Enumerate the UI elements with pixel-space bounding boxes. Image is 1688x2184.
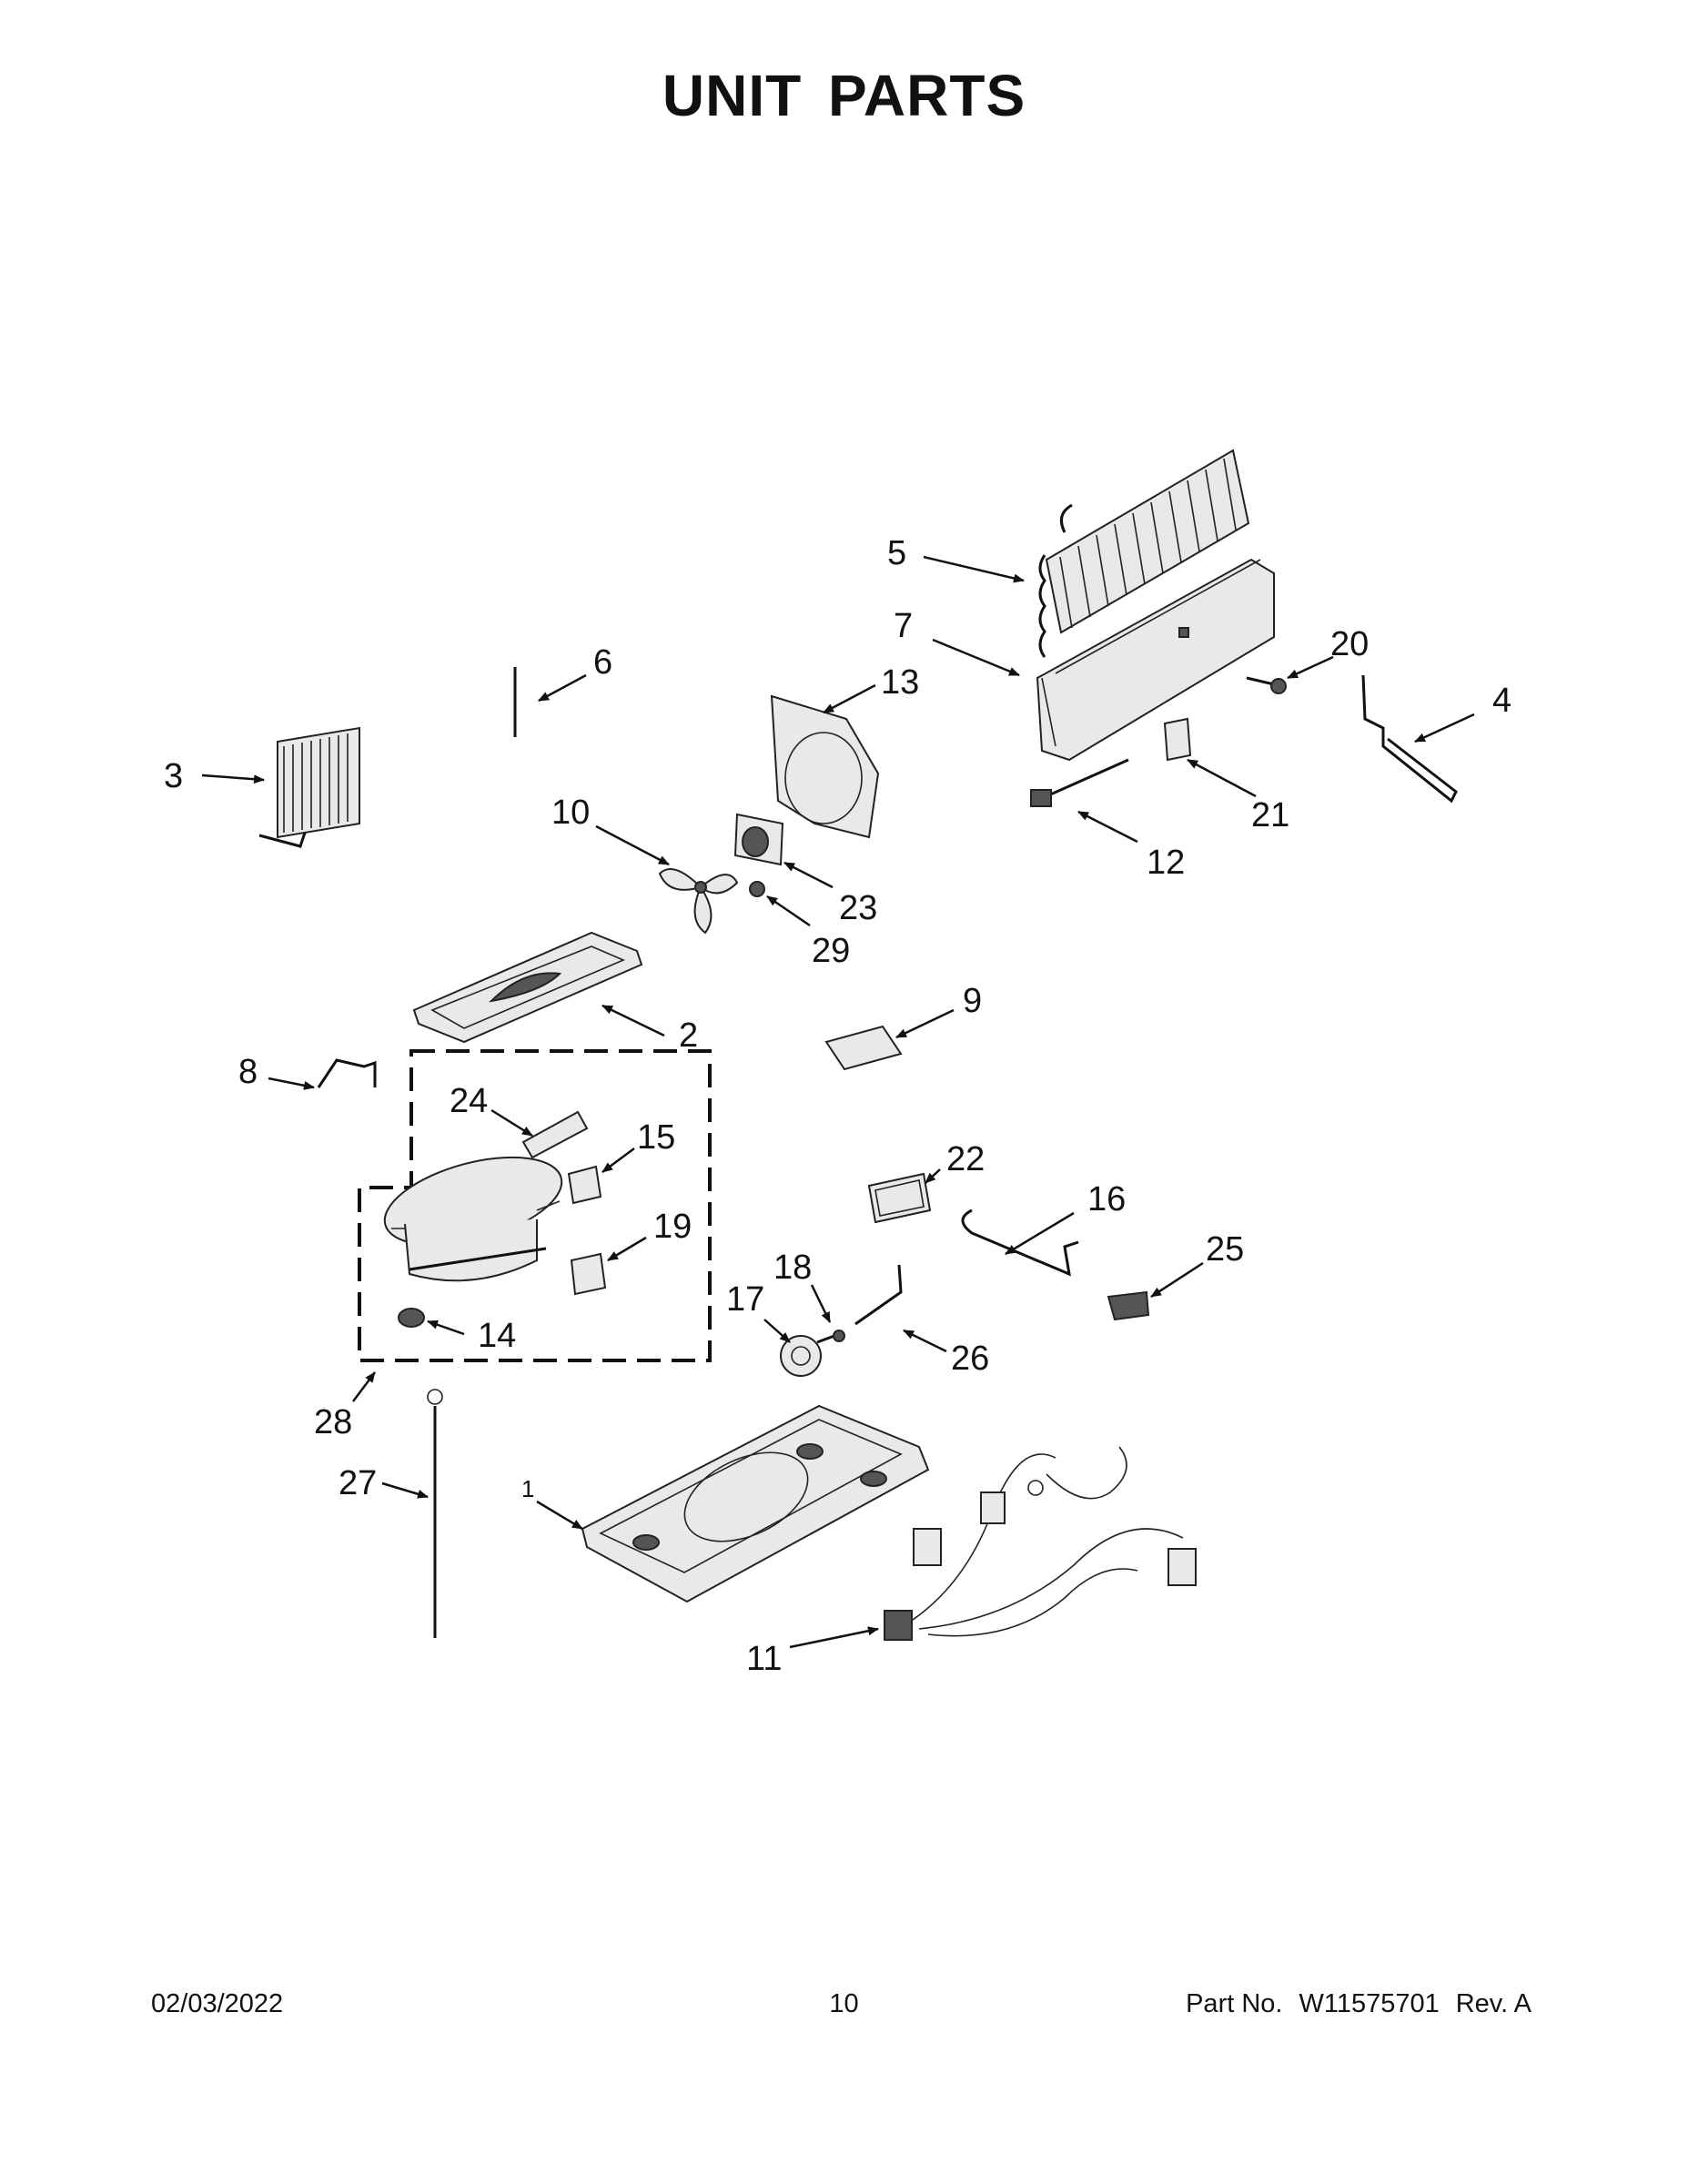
fan-shroud: [770, 694, 880, 839]
part-number: W11575701: [1299, 1989, 1440, 2018]
hook-part-26: [854, 1264, 903, 1326]
footer-date: 02/03/2022: [151, 1989, 284, 2018]
drain-pan: [412, 931, 643, 1044]
bracket-part-21: [1163, 717, 1192, 762]
callout-26: 26: [951, 1340, 989, 1378]
grommet: [398, 1308, 425, 1328]
part-label: Part No.: [1186, 1989, 1283, 2018]
callout-5: 5: [887, 534, 906, 572]
footer-page-number: 10: [829, 1989, 859, 2018]
callout-12: 12: [1147, 844, 1185, 882]
callout-19: 19: [653, 1208, 692, 1246]
defrost-heater: [1030, 758, 1129, 807]
evaporator-housing: [1036, 558, 1275, 762]
callout-numbers: 3 5 7 6 13 20 4 21 12 10 23 29 2 9 8 24 …: [164, 534, 1511, 1678]
callout-22: 22: [946, 1140, 985, 1178]
callout-6: 6: [593, 643, 612, 682]
leader-lines: [201, 555, 1475, 1649]
callout-3: 3: [164, 757, 183, 795]
callout-11: 11: [746, 1640, 782, 1678]
callout-4: 4: [1492, 682, 1511, 720]
callout-16: 16: [1087, 1180, 1126, 1218]
callout-14: 14: [478, 1317, 516, 1355]
evaporator-coil: [1038, 449, 1250, 658]
callout-9: 9: [963, 982, 982, 1020]
drier: [521, 1110, 589, 1159]
relay-part-15: [567, 1165, 602, 1205]
compressor: [383, 1156, 563, 1282]
callout-2: 2: [679, 1016, 698, 1055]
callout-17: 17: [726, 1280, 764, 1319]
callout-15: 15: [637, 1118, 675, 1157]
condenser: [258, 726, 360, 848]
gasket-part-22: [867, 1172, 932, 1224]
callout-23: 23: [839, 889, 877, 927]
callout-24: 24: [450, 1082, 488, 1120]
tube-part-4: [1361, 674, 1458, 804]
callout-21: 21: [1251, 796, 1289, 834]
fan-blade: [658, 868, 739, 935]
footer-part-number: Part No. W11575701 Rev. A: [1186, 1989, 1531, 2019]
tube-part-8: [317, 1058, 377, 1088]
base-plate: [581, 1404, 930, 1603]
callout-1: 1: [521, 1475, 534, 1502]
wire-harness: [884, 1446, 1197, 1641]
page-title: UNIT PARTS: [662, 63, 1026, 128]
callout-10: 10: [551, 794, 590, 832]
callout-18: 18: [773, 1249, 812, 1287]
callout-20: 20: [1330, 625, 1369, 663]
screw-part-29: [749, 881, 765, 897]
callout-13: 13: [881, 663, 919, 702]
fan-motor: [733, 813, 784, 866]
callout-25: 25: [1206, 1230, 1244, 1269]
rod-part-27: [427, 1389, 443, 1638]
overload-part-19: [570, 1252, 607, 1296]
callout-27: 27: [339, 1464, 377, 1502]
valve-part-25: [1107, 1290, 1150, 1321]
callout-7: 7: [894, 607, 913, 645]
label-part-9: [824, 1025, 903, 1071]
callout-8: 8: [238, 1053, 258, 1091]
screw-part-20: [1246, 676, 1287, 694]
leveling-foot: [780, 1335, 822, 1377]
tube-part-16: [961, 1208, 1079, 1277]
revision: Rev. A: [1455, 1989, 1531, 2018]
screw-part-18: [816, 1330, 845, 1344]
callout-28: 28: [314, 1403, 352, 1441]
callout-29: 29: [812, 932, 850, 970]
